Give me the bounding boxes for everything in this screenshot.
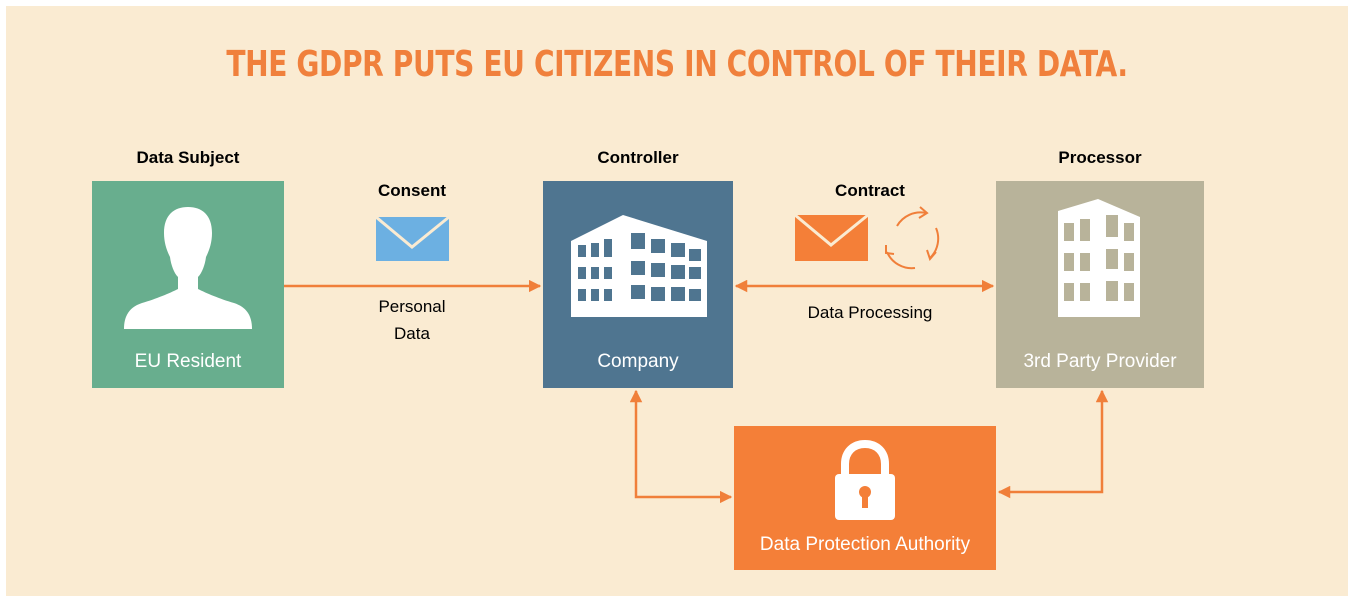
cycle-arrows-icon [885,206,940,270]
contract-envelope-icon [794,213,869,261]
contract-label: Contract [835,181,905,200]
processor-dpa-arrow [997,389,1109,499]
third-party-provider-label: 3rd Party Provider [1023,351,1177,372]
office-building-icon [1058,199,1140,317]
company-dpa-arrow [629,389,733,504]
consent-label: Consent [378,181,446,200]
role-processor: Processor [1058,148,1142,167]
role-data-subject: Data Subject [136,148,240,167]
data-protection-authority-label: Data Protection Authority [759,534,971,555]
company-node: Company [543,181,733,388]
diagram-title: THE GDPR PUTS EU CITIZENS IN CONTROL OF … [226,44,1128,85]
person-icon [124,207,252,329]
padlock-icon [835,439,895,520]
personal-data-label-line2: Data [394,324,430,343]
eu-resident-node: EU Resident [92,181,284,388]
office-building-icon [571,215,707,317]
role-controller: Controller [597,148,679,167]
third-party-provider-node: 3rd Party Provider [996,181,1204,388]
data-protection-authority-node: Data Protection Authority [734,426,996,570]
company-label: Company [597,351,679,372]
eu-resident-label: EU Resident [134,351,242,372]
data-processing-label: Data Processing [807,303,933,322]
consent-envelope-icon [375,215,450,261]
personal-data-label-line1: Personal [378,297,446,316]
